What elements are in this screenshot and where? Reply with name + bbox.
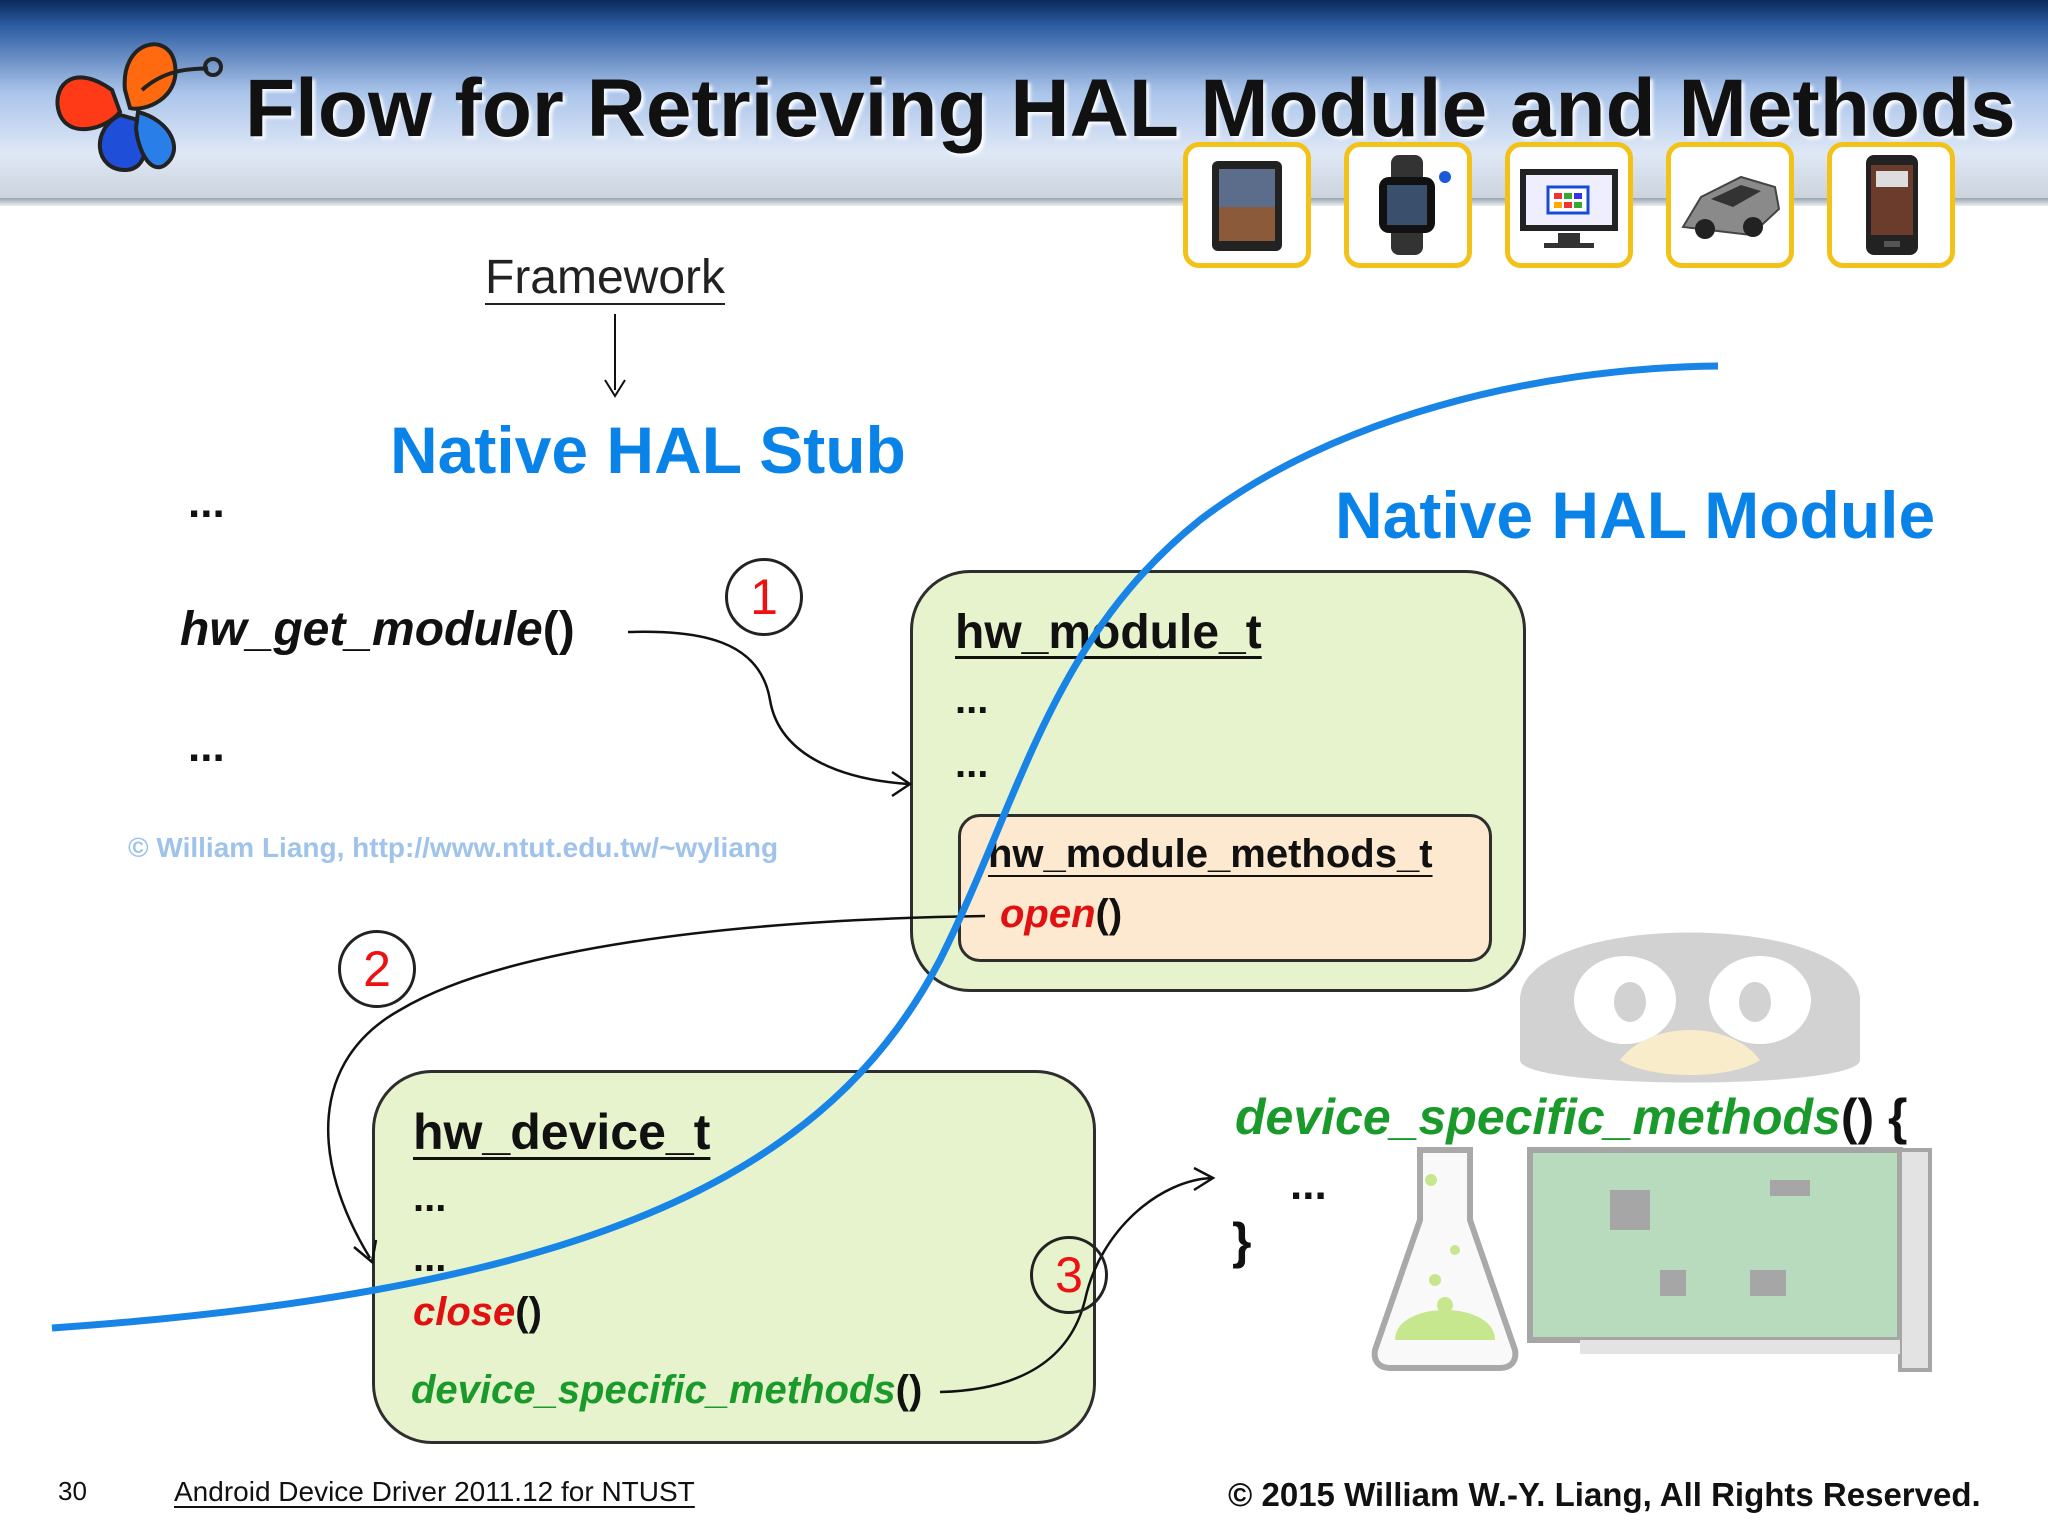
smartwatch-icon — [1344, 142, 1472, 268]
watermark-text: © William Liang, http://www.ntut.edu.tw/… — [128, 832, 779, 863]
circuit-board-icon — [1527, 1147, 1932, 1372]
stub-ellipsis-bottom: ... — [188, 722, 225, 771]
open-method-parens: () — [1095, 892, 1123, 936]
flask-android-icon — [1371, 1147, 1519, 1371]
car-icon — [1666, 142, 1794, 268]
device-specific-methods-ref: device_specific_methods() — [411, 1368, 922, 1413]
arrow-step-2 — [326, 914, 986, 1259]
impl-end: } — [1232, 1213, 1252, 1269]
butterfly-logo-icon — [55, 42, 223, 173]
impl-name: device_specific_methods — [1235, 1089, 1841, 1145]
phone-icon — [1827, 142, 1955, 268]
hw-get-module-name: hw_get_module — [180, 603, 543, 656]
footer-course: Android Device Driver 2011.12 for NTUST — [174, 1476, 695, 1507]
hw-get-module-call: hw_get_module() — [180, 602, 575, 657]
impl-body: ... — [1290, 1160, 1327, 1209]
arrow-step-1 — [627, 630, 909, 786]
open-method: open() — [1000, 892, 1122, 937]
hw-module-methods-t-title: hw_module_methods_t — [988, 832, 1433, 876]
step-3-circle: 3 — [1030, 1236, 1108, 1314]
penguin-icon — [1520, 932, 1860, 1083]
close-method-parens: () — [515, 1290, 542, 1334]
title-bar-divider — [0, 198, 2048, 206]
hw-module-t-line1: ... — [955, 678, 989, 722]
footer-copyright: © 2015 William W.-Y. Liang, All Rights R… — [1228, 1476, 1981, 1513]
device-specific-methods-ref-parens: () — [895, 1368, 923, 1412]
native-hal-module-heading: Native HAL Module — [1335, 478, 1936, 552]
hw-device-t-title: hw_device_t — [413, 1104, 711, 1160]
blue-divider-curve — [51, 362, 1719, 1332]
device-specific-methods-ref-name: device_specific_methods — [411, 1368, 896, 1412]
framework-arrow — [604, 314, 626, 398]
page-number: 30 — [58, 1476, 87, 1506]
step-2-circle: 2 — [338, 930, 416, 1008]
stub-ellipsis-top: ... — [188, 478, 225, 527]
open-method-name: open — [1000, 892, 1096, 936]
hw-device-t-box — [372, 1070, 1096, 1444]
slide-title: Flow for Retrieving HAL Module and Metho… — [245, 63, 2016, 154]
tv-icon — [1505, 142, 1633, 268]
step-1-circle: 1 — [725, 558, 803, 636]
hw-module-methods-t-box — [958, 814, 1492, 962]
hw-get-module-parens: () — [542, 603, 575, 656]
impl-suffix: () { — [1840, 1089, 1908, 1145]
native-hal-stub-heading: Native HAL Stub — [390, 413, 906, 487]
close-method-name: close — [413, 1290, 516, 1334]
close-method: close() — [413, 1290, 542, 1335]
hw-module-t-line2: ... — [955, 742, 989, 786]
device-specific-methods-impl: device_specific_methods() { — [1235, 1088, 1908, 1146]
hw-device-t-line1: ... — [413, 1176, 447, 1220]
hw-device-t-line2: ... — [413, 1236, 447, 1280]
tablet-icon — [1183, 142, 1311, 268]
framework-label: Framework — [485, 251, 726, 304]
